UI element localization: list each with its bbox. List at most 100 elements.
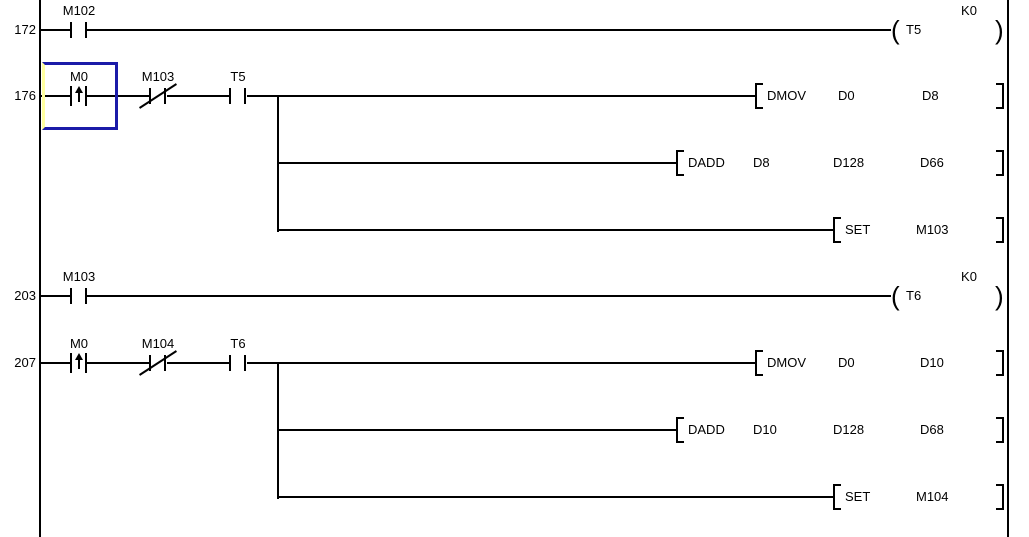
contact-label: M103 [62, 269, 96, 284]
contact-nc[interactable] [139, 83, 177, 109]
contact-label: M102 [62, 3, 96, 18]
wire [277, 229, 833, 231]
contact-bar-icon [229, 88, 231, 104]
contact-bar-icon [149, 88, 151, 104]
right-power-rail [1007, 0, 1009, 537]
branch-wire [277, 363, 279, 499]
contact-bar-icon [70, 288, 72, 304]
instruction-operand: D128 [833, 422, 865, 437]
contact-nc[interactable] [139, 350, 177, 376]
contact-rising-pulse[interactable] [70, 86, 88, 106]
instruction-operand: D66 [920, 155, 944, 170]
contact-label: M104 [141, 336, 175, 351]
instruction-mnemonic: DMOV [767, 355, 806, 370]
instruction-mnemonic: DADD [688, 155, 725, 170]
open-bracket-icon [833, 217, 841, 243]
instruction-operand: M103 [916, 222, 949, 237]
contact-bar-icon [164, 355, 166, 371]
contact-label: T6 [230, 336, 246, 351]
instruction-dmov[interactable]: DMOV D0 D8 [755, 83, 1004, 109]
timer-coil[interactable]: ( T5 ) [891, 16, 1009, 44]
instruction-mnemonic: DADD [688, 422, 725, 437]
close-paren-icon: ) [995, 281, 1004, 311]
open-bracket-icon [755, 350, 763, 376]
rung-number: 172 [14, 22, 36, 37]
selection-cursor [42, 62, 118, 130]
contact-bar-icon [70, 353, 72, 373]
instruction-dadd[interactable]: DADD D10 D128 D68 [676, 417, 1004, 443]
coil-name: T5 [906, 22, 922, 37]
contact-label: T5 [230, 69, 246, 84]
coil-constant: K0 [961, 269, 977, 284]
coil-name: T6 [906, 288, 922, 303]
open-bracket-icon [676, 417, 684, 443]
contact-no[interactable] [229, 86, 247, 106]
instruction-mnemonic: DMOV [767, 88, 806, 103]
instruction-set[interactable]: SET M104 [833, 484, 1004, 510]
up-arrow-head-icon [75, 353, 83, 360]
contact-bar-icon [244, 88, 246, 104]
wire [277, 496, 833, 498]
close-bracket-icon [996, 217, 1004, 243]
instruction-operand: D68 [920, 422, 944, 437]
contact-bar-icon [85, 353, 87, 373]
contact-label: M103 [141, 69, 175, 84]
open-bracket-icon [755, 83, 763, 109]
instruction-operand: M104 [916, 489, 949, 504]
instruction-operand: D10 [920, 355, 944, 370]
instruction-dadd[interactable]: DADD D8 D128 D66 [676, 150, 1004, 176]
close-bracket-icon [996, 417, 1004, 443]
coil-constant: K0 [961, 3, 977, 18]
contact-rising-pulse[interactable] [70, 353, 88, 373]
contact-bar-icon [244, 355, 246, 371]
wire [40, 29, 71, 31]
contact-bar-icon [85, 22, 87, 38]
contact-label: M0 [69, 69, 89, 84]
up-arrow-head-icon [75, 86, 83, 93]
instruction-mnemonic: SET [845, 222, 871, 237]
instruction-set[interactable]: SET M103 [833, 217, 1004, 243]
contact-no[interactable] [70, 20, 88, 40]
contact-bar-icon [85, 86, 87, 106]
contact-no[interactable] [70, 286, 88, 306]
contact-label: M0 [69, 336, 89, 351]
close-bracket-icon [996, 150, 1004, 176]
instruction-operand: D0 [838, 355, 855, 370]
contact-bar-icon [85, 288, 87, 304]
close-bracket-icon [996, 83, 1004, 109]
close-paren-icon: ) [995, 15, 1004, 45]
close-bracket-icon [996, 350, 1004, 376]
open-paren-icon: ( [891, 15, 900, 45]
close-bracket-icon [996, 484, 1004, 510]
wire [167, 95, 230, 97]
wire [87, 362, 150, 364]
wire [277, 429, 676, 431]
wire [40, 295, 71, 297]
wire [40, 362, 70, 364]
instruction-operand: D128 [833, 155, 865, 170]
wire [167, 362, 230, 364]
rung-number: 176 [14, 88, 36, 103]
instruction-mnemonic: SET [845, 489, 871, 504]
contact-bar-icon [70, 22, 72, 38]
timer-coil[interactable]: ( T6 ) [891, 282, 1009, 310]
instruction-dmov[interactable]: DMOV D0 D10 [755, 350, 1004, 376]
left-power-rail [39, 0, 41, 537]
instruction-operand: D0 [838, 88, 855, 103]
branch-wire [277, 96, 279, 232]
contact-bar-icon [70, 86, 72, 106]
contact-bar-icon [229, 355, 231, 371]
wire [277, 162, 676, 164]
open-paren-icon: ( [891, 281, 900, 311]
open-bracket-icon [676, 150, 684, 176]
open-bracket-icon [833, 484, 841, 510]
contact-no[interactable] [229, 353, 247, 373]
rung-number: 207 [14, 355, 36, 370]
wire [247, 95, 755, 97]
wire [87, 29, 891, 31]
wire [247, 362, 755, 364]
wire [87, 95, 150, 97]
contact-bar-icon [164, 88, 166, 104]
wire [87, 295, 891, 297]
